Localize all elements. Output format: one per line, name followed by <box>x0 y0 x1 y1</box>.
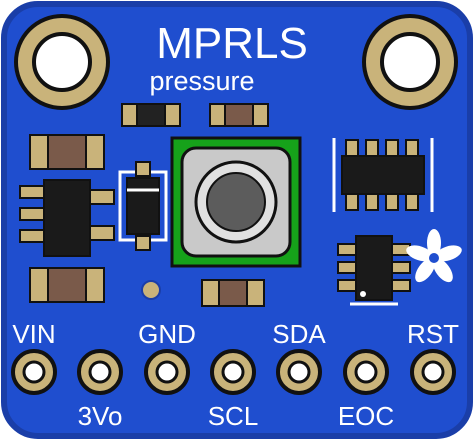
mounting-hole-right <box>362 14 458 110</box>
board-title: MPRLS <box>156 19 308 68</box>
pin-rst <box>410 349 456 395</box>
capacitor-left-bottom <box>29 267 105 303</box>
logic-ic <box>337 235 411 306</box>
voltage-regulator-ic <box>19 179 115 257</box>
pin-scl <box>210 349 256 395</box>
via-dot-small <box>141 280 161 300</box>
pin-sda <box>276 349 322 395</box>
capacitor-left-top <box>29 134 105 170</box>
mounting-hole-left <box>14 14 110 110</box>
adafruit-flower-logo-icon <box>406 229 462 283</box>
pin-label-sda: SDA <box>272 319 326 349</box>
board-subtitle: pressure <box>149 66 254 96</box>
resistor-network-ic <box>332 138 434 212</box>
pin-vin <box>11 349 57 395</box>
pin-gnd <box>144 349 190 395</box>
pin-eoc <box>343 349 389 395</box>
pin-label-gnd: GND <box>138 319 196 349</box>
pin-3vo <box>77 349 123 395</box>
header-pins <box>11 349 456 395</box>
pin-label-scl: SCL <box>208 401 259 431</box>
resistor-bottom-center <box>201 279 265 307</box>
pin-label-rst: RST <box>407 319 459 349</box>
pin-label-eoc: EOC <box>338 401 394 431</box>
pressure-sensor <box>170 136 302 268</box>
resistor-top-left <box>121 103 181 127</box>
pin-label-vin: VIN <box>12 319 55 349</box>
diode-component <box>118 161 168 251</box>
pin-label-3vo: 3Vo <box>78 401 123 431</box>
resistor-top-right <box>209 103 269 127</box>
